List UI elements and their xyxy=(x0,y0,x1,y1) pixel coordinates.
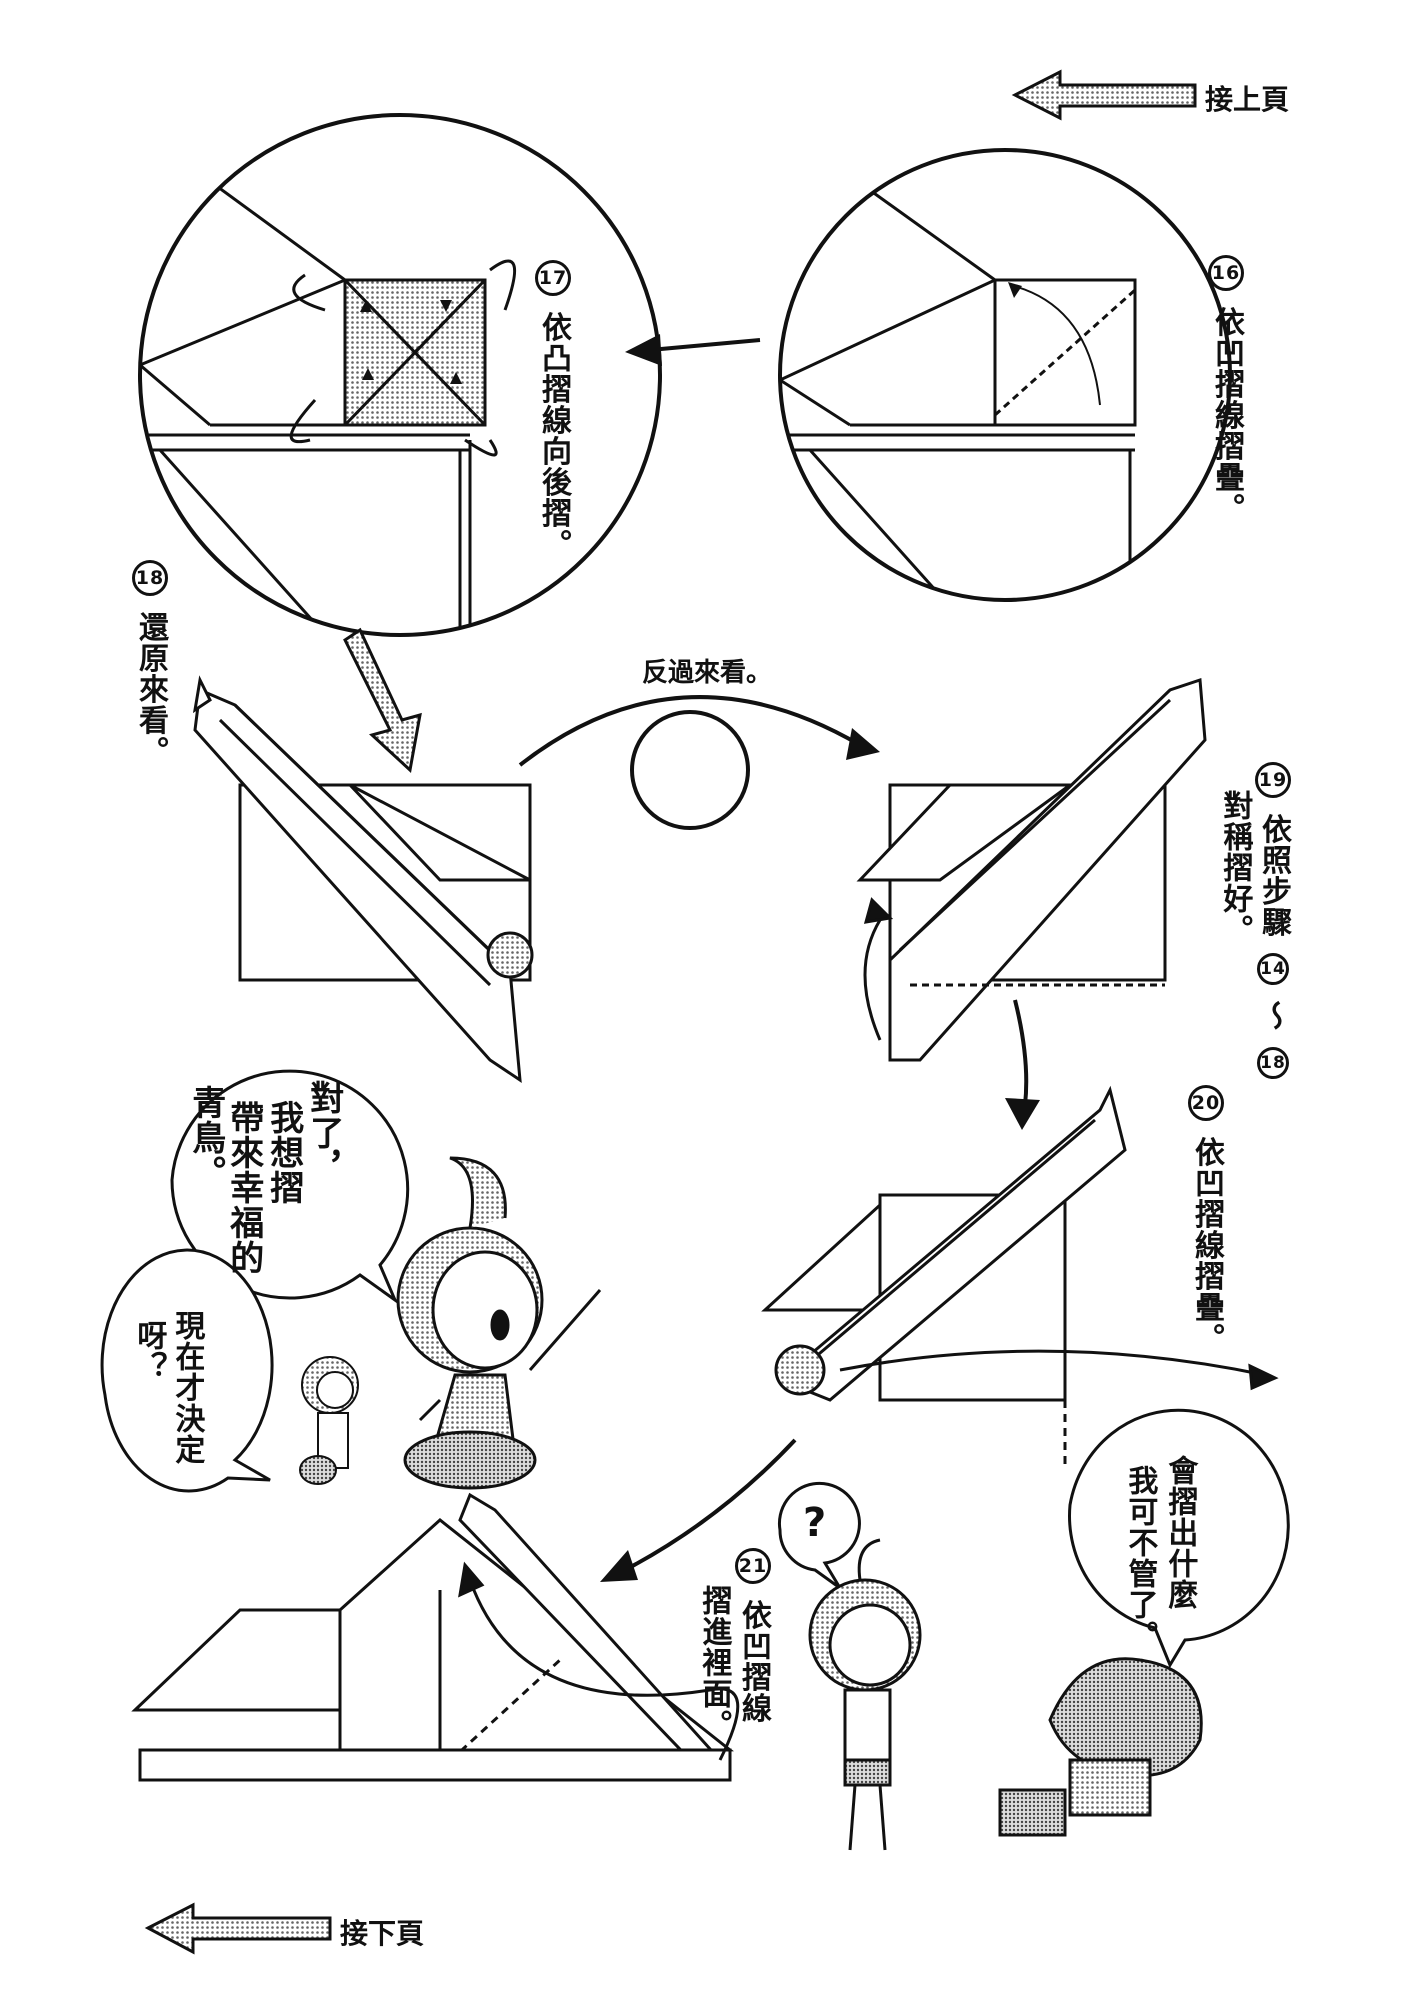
step19-to-20-arrow xyxy=(1005,999,1040,1130)
girl-character-jumping xyxy=(396,1156,602,1490)
step17-instruction: 17 依凸摺線向後摺。 xyxy=(535,260,571,559)
small-speech-col1: 現在才決定 xyxy=(169,1310,205,1465)
question-mark: ? xyxy=(803,1500,827,1546)
step19-instruction-line2: 對稱摺好。 xyxy=(1217,790,1253,945)
step19-model xyxy=(856,677,1207,1062)
small-character-left xyxy=(299,1356,359,1485)
step19-text-a: 依照步驟 xyxy=(1256,813,1291,938)
step16-text: 依凹摺線摺疊。 xyxy=(1209,306,1244,524)
step20-to-21-arrow xyxy=(600,1438,797,1582)
step18-text: 還原來看。 xyxy=(133,611,168,767)
step18-number: 18 xyxy=(132,560,168,596)
step17-detail-circle xyxy=(138,113,662,637)
step20-instruction: 20 依凹摺線摺疊。 xyxy=(1188,1085,1224,1353)
right-speech-col1: 會摺出什麼 xyxy=(1162,1455,1198,1610)
step16-instruction: 16 依凹摺線摺疊。 xyxy=(1208,255,1244,523)
step21-text-a: 依凹摺線 xyxy=(736,1599,771,1724)
step19-ref-from: 14 xyxy=(1257,952,1289,985)
step21-instruction-line2: 摺進裡面。 xyxy=(696,1585,732,1740)
step18-model xyxy=(192,675,534,1083)
right-speech-col2: 我可不管了。 xyxy=(1122,1465,1158,1651)
step19-tilde: ～ xyxy=(1256,1000,1291,1032)
small-speech-col2: 呀？ xyxy=(131,1320,167,1382)
step17-number: 17 xyxy=(535,260,571,296)
step16-detail-circle xyxy=(778,148,1232,602)
step18-pointer-arrow xyxy=(343,627,422,773)
girl-speech-col3: 帶來幸福的 xyxy=(223,1100,264,1275)
step17-text: 依凸摺線向後摺。 xyxy=(536,311,571,560)
step19-ref-to: 18 xyxy=(1257,1046,1289,1079)
step20-model xyxy=(761,1085,1279,1470)
girl-speech-col4: 青鳥。 xyxy=(185,1085,226,1190)
speech-bubbles xyxy=(100,1069,1290,1669)
flip-indicator xyxy=(518,695,880,830)
step20-number: 20 xyxy=(1188,1085,1224,1121)
step16-number: 16 xyxy=(1208,255,1244,291)
boy-character xyxy=(808,1538,922,1851)
step19-number: 19 xyxy=(1255,762,1291,798)
circle-transition-arrow xyxy=(625,334,761,366)
continue-from-label: 接上頁 xyxy=(1205,83,1290,116)
continue-from-arrow xyxy=(1011,69,1197,121)
girl-speech-col2: 我想摺 xyxy=(263,1100,304,1205)
step18-instruction: 18 還原來看。 xyxy=(132,560,168,766)
flip-label: 反過來看。 xyxy=(642,658,773,688)
step21-instruction-line1: 21 依凹摺線 xyxy=(735,1548,771,1723)
continue-to-arrow xyxy=(144,1902,332,1955)
girl-speech-col1: 對了， xyxy=(303,1080,344,1185)
step21-number: 21 xyxy=(735,1548,771,1584)
step20-text: 依凹摺線摺疊。 xyxy=(1189,1136,1224,1354)
step21-model xyxy=(131,1492,740,1782)
continue-to-label: 接下頁 xyxy=(340,1917,425,1950)
step19-instruction-line1: 19 依照步驟 14 ～ 18 xyxy=(1255,762,1291,1083)
crouching-character xyxy=(998,1657,1203,1837)
